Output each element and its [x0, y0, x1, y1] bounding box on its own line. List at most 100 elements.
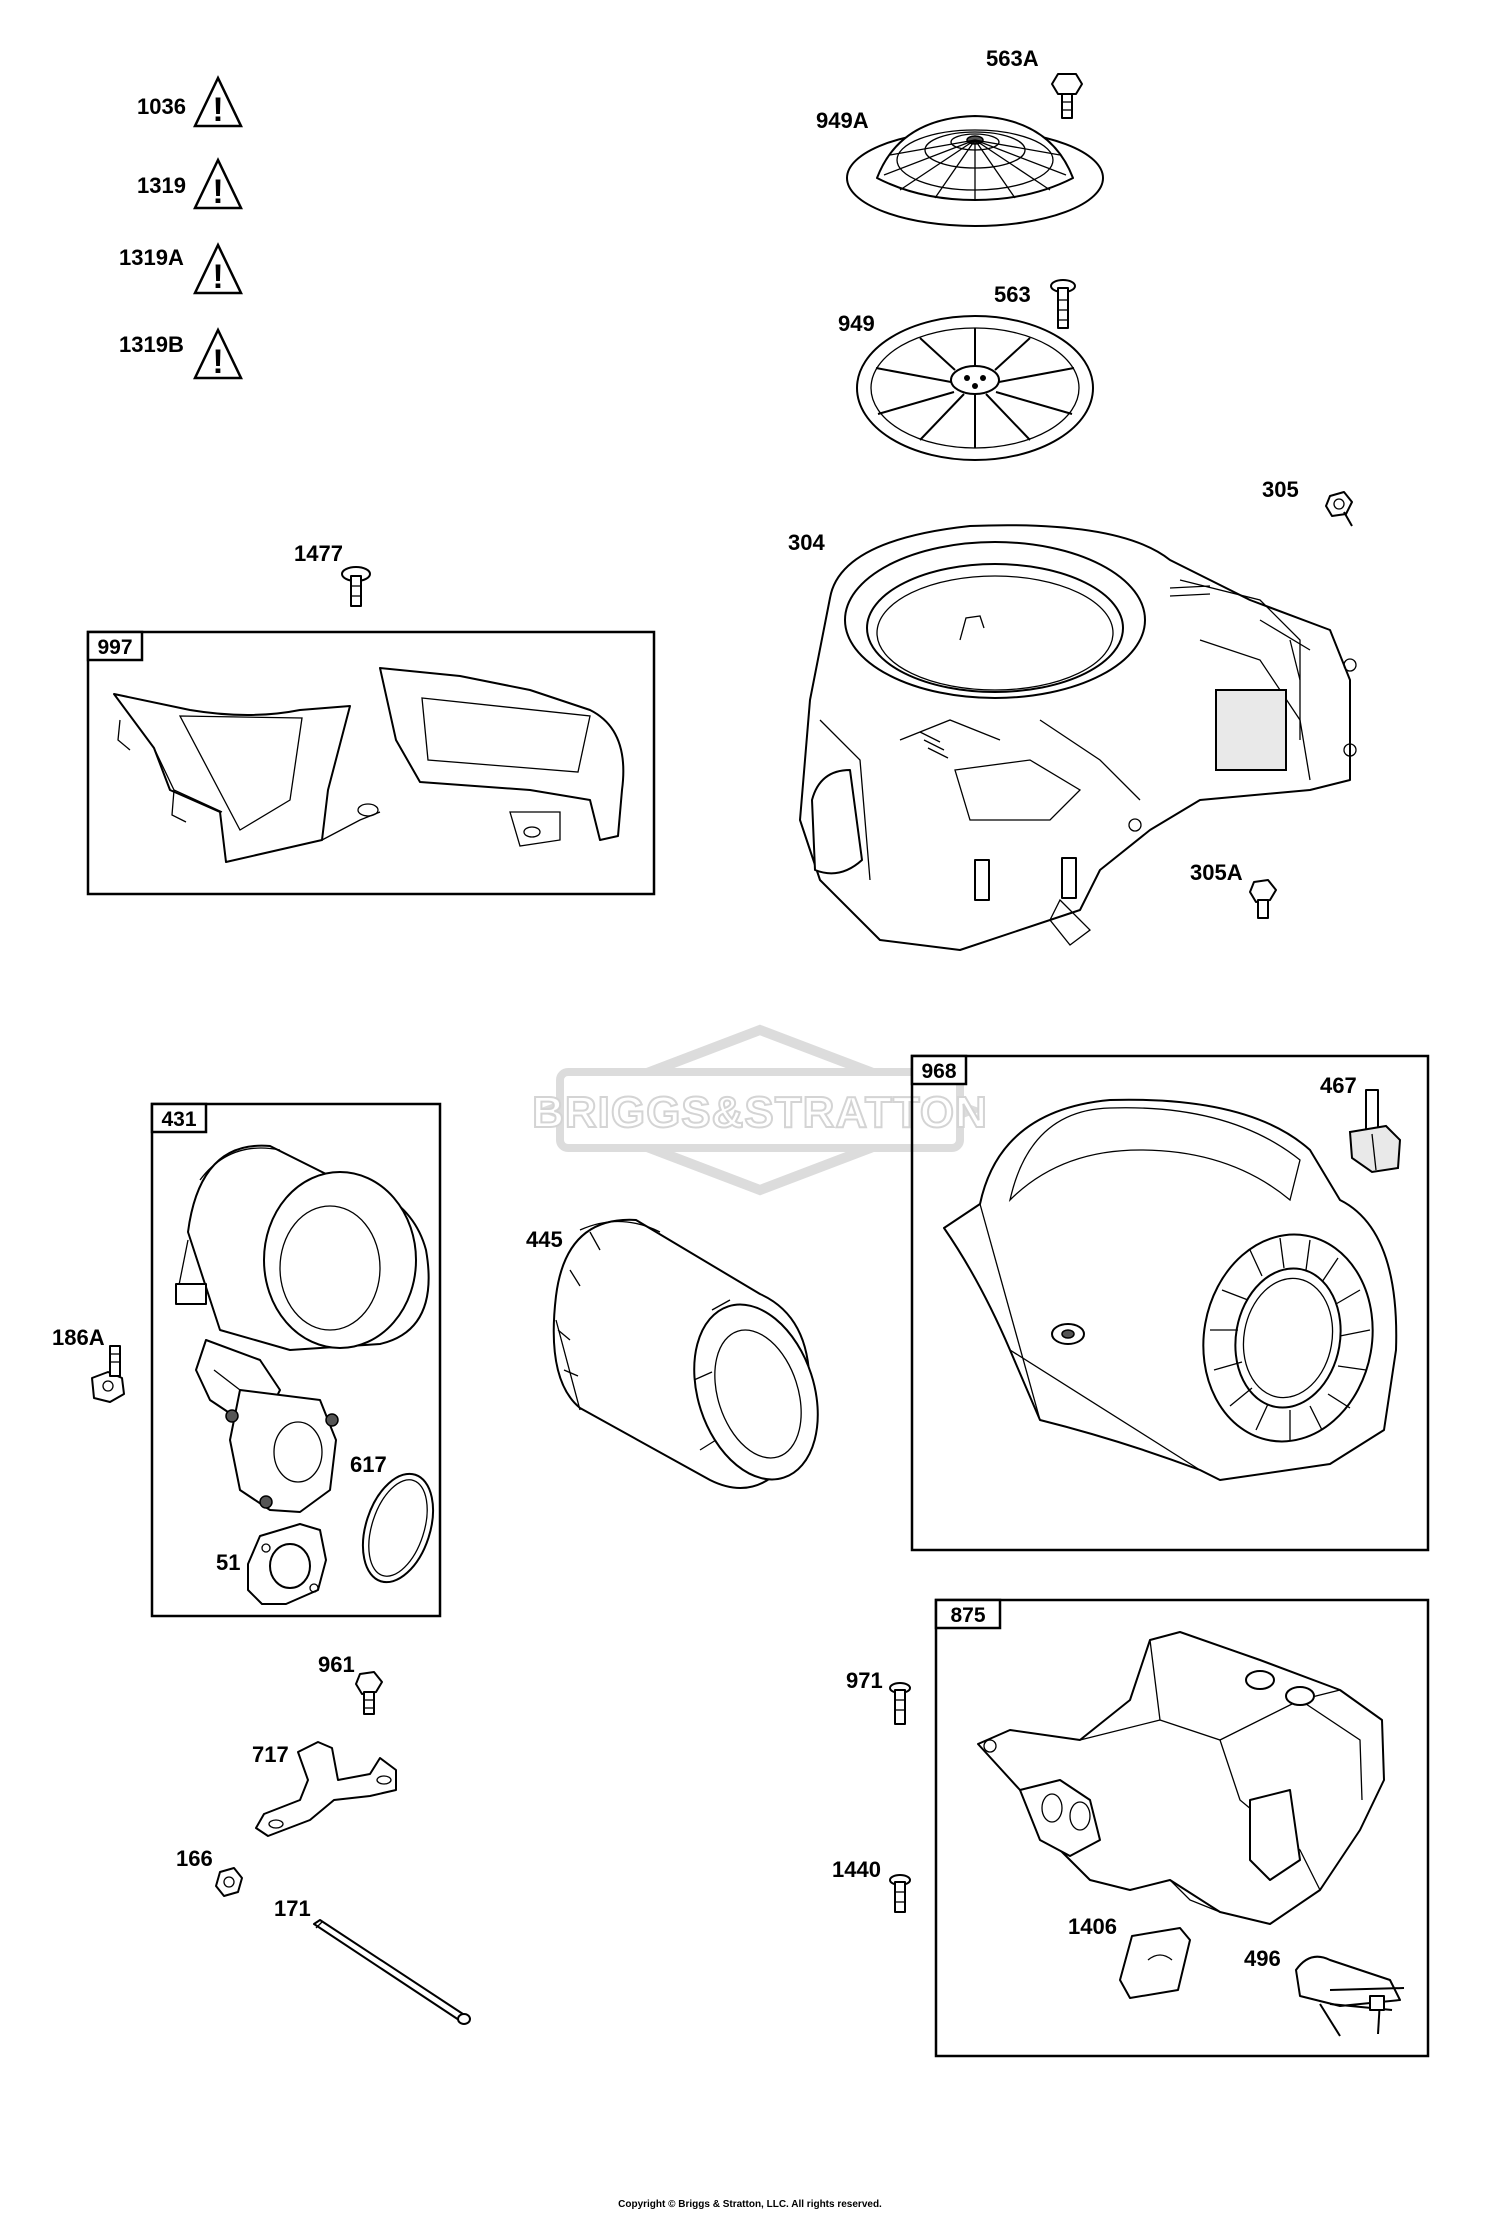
- part-label: 1406: [1068, 1914, 1117, 1939]
- air-guide-right-icon: [379, 667, 625, 847]
- part-label: 717: [252, 1742, 289, 1767]
- part-949A[interactable]: 949A: [816, 108, 1104, 227]
- warning-triangle-icon: [193, 75, 243, 128]
- clip-icon: [1295, 1955, 1405, 2037]
- foam-block-icon: [1119, 1927, 1191, 1999]
- part-1477[interactable]: 1477: [294, 541, 371, 607]
- warning-triangle-icon: [193, 242, 243, 295]
- part-label: 166: [176, 1846, 213, 1871]
- rotating-screen-icon: [846, 115, 1104, 227]
- warning-label-1319[interactable]: 1319 !: [137, 157, 243, 211]
- box-label: 968: [921, 1060, 956, 1083]
- box-label: 875: [950, 1604, 985, 1627]
- part-971[interactable]: 971: [846, 1668, 911, 1725]
- warning-label-1319B[interactable]: 1319B !: [119, 327, 243, 381]
- nut-icon: [215, 1867, 243, 1897]
- o-ring-icon: [361, 1472, 435, 1584]
- bolt-icon: [1050, 279, 1076, 329]
- warning-triangle-icon: [193, 157, 243, 210]
- box-tag: [150, 1102, 208, 1134]
- air-cleaner-base-icon: [175, 1144, 430, 1513]
- part-305A[interactable]: 305A: [1190, 860, 1277, 919]
- part-label: 467: [1320, 1073, 1357, 1098]
- box-frame: [150, 1102, 442, 1618]
- part-label: 617: [350, 1452, 387, 1477]
- warning-label-text: 1319B: [119, 332, 184, 357]
- rod-icon: [313, 1919, 471, 2025]
- part-563[interactable]: 563: [994, 279, 1076, 329]
- part-label: 961: [318, 1652, 355, 1677]
- warning-label-1319A[interactable]: 1319A !: [119, 242, 243, 296]
- warning-mark: !: [212, 343, 223, 381]
- part-box-968[interactable]: 968: [910, 1054, 1430, 1552]
- part-305[interactable]: 305: [1262, 477, 1353, 527]
- screw-icon: [889, 1874, 911, 1913]
- part-717[interactable]: 717: [252, 1741, 397, 1837]
- warning-mark: !: [212, 173, 223, 211]
- warning-label-text: 1319A: [119, 245, 184, 270]
- fitting-icon: [91, 1345, 125, 1403]
- air-guide-left-icon: [113, 693, 381, 863]
- screw-icon: [1325, 491, 1353, 527]
- knob-icon: [1348, 1089, 1402, 1174]
- bolt-icon: [341, 566, 371, 607]
- box-frame: [934, 1598, 1430, 2058]
- blower-housing-icon: [799, 524, 1357, 951]
- gasket-icon: [247, 1523, 327, 1605]
- box-label: 431: [161, 1108, 196, 1131]
- part-563A[interactable]: 563A: [986, 46, 1083, 119]
- air-guide-housing-icon: [977, 1631, 1385, 1925]
- part-467[interactable]: 467: [1320, 1073, 1402, 1174]
- watermark-text: BRIGGS&STRATTON: [532, 1088, 988, 1137]
- part-51[interactable]: 51: [216, 1523, 327, 1605]
- part-186A[interactable]: 186A: [52, 1325, 125, 1403]
- copyright-notice: Copyright © Briggs & Stratton, LLC. All …: [618, 2199, 882, 2210]
- part-label: 305A: [1190, 860, 1243, 885]
- part-166[interactable]: 166: [176, 1846, 243, 1897]
- box-tag: [86, 630, 144, 662]
- part-box-875[interactable]: 875: [934, 1598, 1430, 2058]
- part-label: 305: [1262, 477, 1299, 502]
- warning-label-text: 1319: [137, 173, 186, 198]
- part-961[interactable]: 961: [318, 1652, 383, 1715]
- part-label: 186A: [52, 1325, 105, 1350]
- part-label: 949: [838, 311, 875, 336]
- box-tag: [934, 1598, 1002, 1630]
- brand-watermark: BRIGGS&STRATTON: [531, 1024, 988, 1196]
- screw-icon: [889, 1682, 911, 1725]
- warning-triangle-icon: [193, 327, 243, 380]
- part-949[interactable]: 949: [838, 311, 1094, 461]
- screw-icon: [1249, 879, 1277, 919]
- part-box-997[interactable]: 997: [86, 630, 656, 896]
- part-1406[interactable]: 1406: [1068, 1914, 1191, 1999]
- box-label: 997: [97, 636, 132, 659]
- warning-label-text: 1036: [137, 94, 186, 119]
- bolt-icon: [1051, 73, 1083, 119]
- box-frame: [86, 630, 656, 896]
- part-label: 1477: [294, 541, 343, 566]
- air-cleaner-cover-icon: [943, 1098, 1398, 1481]
- bracket-icon: [255, 1741, 397, 1837]
- part-445[interactable]: 445: [526, 1218, 839, 1496]
- bolt-icon: [355, 1671, 383, 1715]
- part-304[interactable]: 304: [788, 524, 1357, 951]
- part-label: 51: [216, 1550, 240, 1575]
- part-label: 563: [994, 282, 1031, 307]
- air-filter-cartridge-icon: [552, 1218, 819, 1489]
- part-label: 949A: [816, 108, 869, 133]
- part-box-431[interactable]: 431: [150, 1102, 442, 1618]
- part-label: 971: [846, 1668, 883, 1693]
- part-label: 563A: [986, 46, 1039, 71]
- part-617[interactable]: 617: [350, 1452, 446, 1591]
- warning-mark: !: [212, 258, 223, 296]
- part-label: 304: [788, 530, 825, 555]
- part-496[interactable]: 496: [1244, 1946, 1405, 2037]
- warning-label-1036[interactable]: 1036 !: [137, 75, 243, 129]
- part-171[interactable]: 171: [274, 1896, 471, 2025]
- part-1440[interactable]: 1440: [832, 1857, 911, 1913]
- part-label: 1440: [832, 1857, 881, 1882]
- part-label: 171: [274, 1896, 311, 1921]
- box-tag: [910, 1054, 968, 1086]
- part-label: 496: [1244, 1946, 1281, 1971]
